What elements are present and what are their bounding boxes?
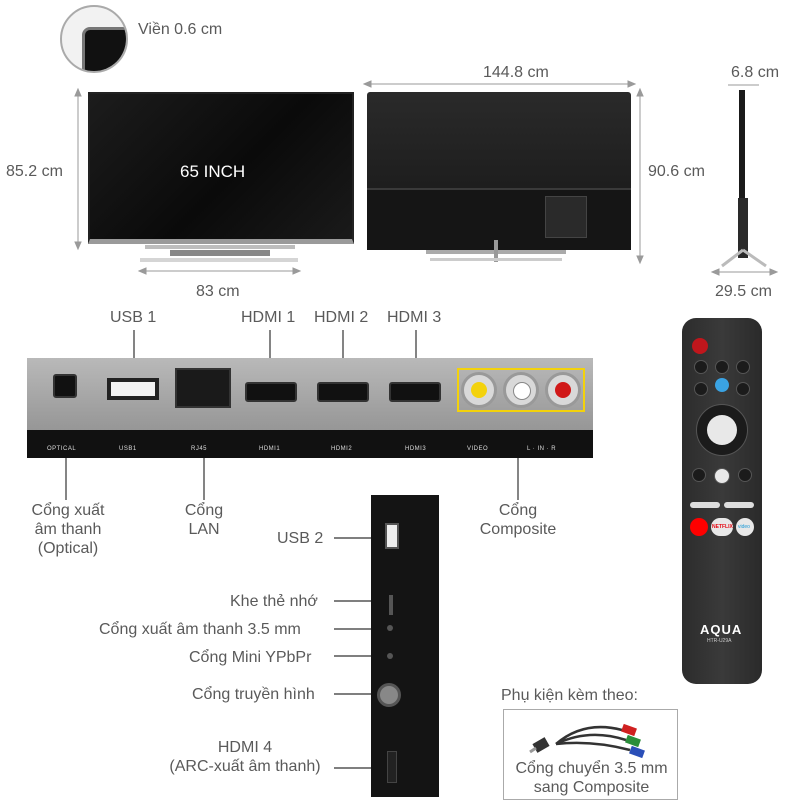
lan-label: Cổng LAN bbox=[184, 502, 224, 539]
depth-top-label: 6.8 cm bbox=[731, 64, 780, 81]
back-stand-foot bbox=[430, 258, 562, 261]
remote-brand: AQUA bbox=[700, 622, 743, 637]
audio35-port bbox=[387, 625, 393, 631]
netflix-button: NETFLIX bbox=[711, 518, 733, 536]
stand-width-label: 83 cm bbox=[196, 283, 240, 300]
composite-label: Cổng Composite bbox=[479, 502, 557, 539]
apps-button bbox=[736, 382, 750, 396]
remote-model: HTR-U29A bbox=[707, 638, 732, 644]
front-height-label: 85.2 cm bbox=[6, 163, 63, 180]
tv-side-view bbox=[739, 90, 745, 258]
accessory-item: Cổng chuyển 3.5 mm sang Composite bbox=[515, 760, 668, 797]
side-port-panel bbox=[371, 495, 439, 797]
optical-port bbox=[53, 374, 77, 398]
accessory-title: Phụ kiện kèm theo: bbox=[501, 687, 638, 704]
back-width-label: 144.8 cm bbox=[483, 64, 549, 81]
panel-label-hdmi1: HDMI1 bbox=[259, 446, 281, 452]
tv-button bbox=[738, 468, 752, 482]
panel-label-hdmi2: HDMI2 bbox=[331, 446, 353, 452]
screen-size-label: 65 INCH bbox=[180, 162, 246, 181]
home-app-button bbox=[736, 360, 750, 374]
usb2-port bbox=[385, 523, 399, 549]
menu-button bbox=[694, 360, 708, 374]
depth-base-label: 29.5 cm bbox=[715, 283, 772, 300]
youtube-button bbox=[690, 518, 708, 536]
channel-bar bbox=[724, 502, 754, 508]
audio35-label: Cổng xuất âm thanh 3.5 mm bbox=[99, 621, 301, 638]
hdmi1-port bbox=[245, 382, 297, 402]
rca-red-port bbox=[545, 372, 581, 408]
back-button bbox=[692, 468, 706, 482]
optical-label: Cổng xuất âm thanh (Optical) bbox=[31, 502, 105, 558]
front-stand-foot bbox=[140, 258, 298, 262]
hdmi2-port bbox=[317, 382, 369, 402]
card-label: Khe thẻ nhớ bbox=[230, 593, 318, 610]
hdmi4-port bbox=[387, 751, 397, 783]
card-slot bbox=[389, 595, 393, 615]
panel-label-rj45: RJ45 bbox=[191, 446, 208, 452]
adapter-cable-icon bbox=[529, 723, 645, 759]
ypbpr-label: Cổng Mini YPbPr bbox=[189, 649, 312, 666]
bezel-label: Viền 0.6 cm bbox=[138, 21, 223, 38]
usb1-label: USB 1 bbox=[110, 309, 157, 326]
volume-bar bbox=[690, 502, 720, 508]
lan-port bbox=[175, 368, 231, 408]
hdmi3-label: HDMI 3 bbox=[387, 309, 442, 326]
home-button bbox=[714, 468, 730, 484]
dpad bbox=[696, 404, 748, 456]
hdmi1-label: HDMI 1 bbox=[241, 309, 296, 326]
accessory-box: Cổng chuyển 3.5 mm sang Composite bbox=[503, 709, 678, 800]
settings-button bbox=[715, 360, 729, 374]
panel-label-usb1: USB1 bbox=[119, 446, 137, 452]
usb1-port bbox=[107, 378, 159, 400]
panel-label-optical: OPTICAL bbox=[47, 446, 77, 452]
antenna-port bbox=[377, 683, 401, 707]
tv-front-view bbox=[88, 92, 354, 244]
remote-control: NETFLIX video AQUA HTR-U29A bbox=[682, 318, 762, 684]
rear-port-panel: OPTICAL USB1 RJ45 HDMI1 HDMI2 HDMI3 VIDE… bbox=[27, 358, 593, 458]
back-height-label: 90.6 cm bbox=[648, 163, 705, 180]
tv-back-view bbox=[367, 92, 631, 250]
bookmark-button bbox=[694, 382, 708, 396]
prime-video-button: video bbox=[736, 518, 754, 536]
back-stand-neck bbox=[494, 240, 498, 262]
composite-highlight-box bbox=[457, 368, 585, 412]
usb2-label: USB 2 bbox=[277, 530, 324, 547]
panel-label-lr: L · IN · R bbox=[527, 446, 557, 452]
tv-side-bulge bbox=[738, 198, 748, 258]
hdmi2-label: HDMI 2 bbox=[314, 309, 369, 326]
bezel-detail-inset bbox=[60, 5, 128, 73]
assistant-button bbox=[715, 378, 729, 392]
hdmi4-label: HDMI 4 (ARC-xuất âm thanh) bbox=[169, 739, 321, 776]
rca-yellow-port bbox=[461, 372, 497, 408]
panel-label-hdmi3: HDMI3 bbox=[405, 446, 427, 452]
power-button bbox=[692, 338, 708, 354]
hdmi3-port bbox=[389, 382, 441, 402]
ypbpr-port bbox=[387, 653, 393, 659]
front-stand-bar bbox=[145, 245, 295, 249]
panel-label-video: VIDEO bbox=[467, 446, 489, 452]
rca-white-port bbox=[503, 372, 539, 408]
front-stand-base bbox=[170, 250, 270, 256]
antenna-label: Cổng truyền hình bbox=[192, 686, 315, 703]
